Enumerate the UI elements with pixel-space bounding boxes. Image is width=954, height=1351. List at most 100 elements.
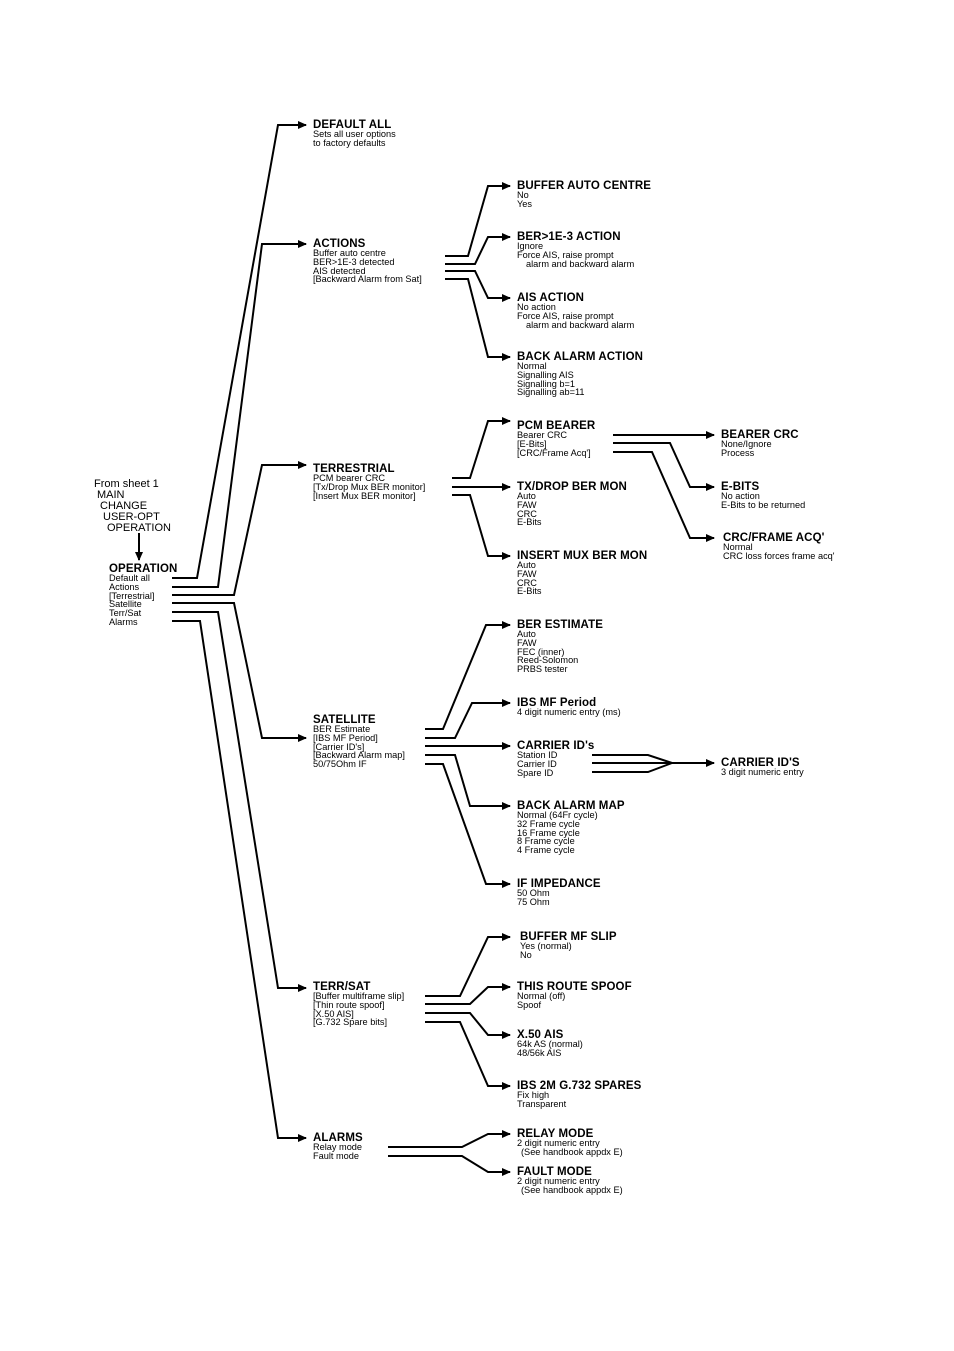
node-title: PCM BEARER xyxy=(517,420,596,432)
node-insert-mux-ber-mon: INSERT MUX BER MON Auto FAW CRC E-Bits xyxy=(517,550,648,597)
from-sheet-line: From sheet 1 xyxy=(94,478,159,490)
node-line: Force AIS, raise prompt xyxy=(517,310,614,321)
node-title: CRC/FRAME ACQ' xyxy=(723,532,825,544)
node-line: [IBS MF Period] xyxy=(313,732,378,743)
node-fault-mode: FAULT MODE 2 digit numeric entry (See ha… xyxy=(517,1166,623,1195)
node-line: FEC (inner) xyxy=(517,646,565,657)
node-line: Auto xyxy=(517,629,536,639)
edge-operation-terr-sat xyxy=(172,611,307,992)
node-title: BUFFER MF SLIP xyxy=(520,931,617,943)
node-line: 50 Ohm xyxy=(517,888,550,898)
node-line: 50/75Ohm IF xyxy=(313,759,367,770)
node-line: alarm and backward alarm xyxy=(526,319,635,330)
node-line: FAW xyxy=(517,568,537,579)
node-title: X.50 AIS xyxy=(517,1029,564,1041)
node-line: [Buffer multiframe slip] xyxy=(313,991,405,1001)
node-line: 64k AS (normal) xyxy=(517,1039,583,1049)
node-line: [Carrier ID's] xyxy=(313,741,365,752)
node-ber-estimate: BER ESTIMATE Auto FAW FEC (inner) Reed-S… xyxy=(517,619,603,675)
edge-terr-sat-buffer-mf-slip xyxy=(425,933,511,997)
node-line: (See handbook appdx E) xyxy=(521,1184,623,1195)
node-title: RELAY MODE xyxy=(517,1128,594,1140)
node-line: [E-Bits] xyxy=(517,438,547,449)
node-line: 4 Frame cycle xyxy=(517,845,575,856)
node-line: 3 digit numeric entry xyxy=(721,767,804,777)
from-sheet-note: From sheet 1 MAIN CHANGE USER-OPT OPERAT… xyxy=(94,479,171,534)
edge-terrestrial-pcm-bearer xyxy=(452,417,511,479)
node-line: Fix high xyxy=(517,1090,550,1100)
node-line: Normal (64Fr cycle) xyxy=(517,810,598,820)
node-line: Transparent xyxy=(517,1098,567,1109)
edge-carrier-spare xyxy=(592,762,673,773)
edge-alarms-relay-mode xyxy=(388,1130,511,1148)
node-title: BUFFER AUTO CENTRE xyxy=(517,180,652,192)
node-line: Normal xyxy=(517,361,547,371)
edge-pcm-e-bits xyxy=(613,442,715,491)
node-title: OPERATION xyxy=(109,563,178,575)
node-line: [Thin route spoof] xyxy=(313,999,385,1010)
node-line: Signalling AIS xyxy=(517,369,574,380)
node-line: Actions xyxy=(109,581,140,592)
node-title: FAULT MODE xyxy=(517,1166,592,1178)
node-line: [Tx/Drop Mux BER monitor] xyxy=(313,481,426,492)
node-line: None/Ignore xyxy=(721,439,772,449)
edge-satellite-if-impedance xyxy=(425,763,511,888)
edge-terr-sat-ibs-spares xyxy=(425,1021,511,1090)
node-tx-drop-ber-mon: TX/DROP BER MON Auto FAW CRC E-Bits xyxy=(517,481,627,527)
node-crc-frame-acq: CRC/FRAME ACQ' Normal CRC loss forces fr… xyxy=(723,532,835,561)
node-line: 48/56k AIS xyxy=(517,1047,562,1058)
from-sheet-line: CHANGE xyxy=(100,500,148,512)
node-title: BER ESTIMATE xyxy=(517,619,603,631)
node-title: DEFAULT ALL xyxy=(313,119,392,131)
node-line: Reed-Solomon xyxy=(517,655,579,666)
node-line: AIS detected xyxy=(313,265,366,276)
node-bearer-crc: BEARER CRC None/Ignore Process xyxy=(721,429,799,458)
node-line: [CRC/Frame Acq'] xyxy=(517,447,591,458)
node-title: INSERT MUX BER MON xyxy=(517,550,648,562)
node-line: CRC xyxy=(517,508,537,519)
node-line: Signalling ab=11 xyxy=(517,387,585,398)
node-line: Spare ID xyxy=(517,767,554,778)
edge-carrier-station xyxy=(592,754,673,764)
node-line: FAW xyxy=(517,499,537,510)
node-line: 2 digit numeric entry xyxy=(517,1138,600,1148)
node-carrier-ids: CARRIER ID's Station ID Carrier ID Spare… xyxy=(517,740,594,778)
node-line: [G.732 Spare bits] xyxy=(313,1017,388,1028)
node-title: THIS ROUTE SPOOF xyxy=(517,981,632,993)
node-title: E-BITS xyxy=(721,481,760,493)
edge-operation-actions xyxy=(172,240,307,588)
node-line: Sets all user options xyxy=(313,129,396,139)
node-line: Station ID xyxy=(517,750,558,760)
node-title: TERR/SAT xyxy=(313,981,371,993)
node-line: E-Bits xyxy=(517,586,542,597)
edge-satellite-back-alarm-map xyxy=(425,754,511,810)
node-title: BACK ALARM MAP xyxy=(517,800,625,812)
node-ais-action: AIS ACTION No action Force AIS, raise pr… xyxy=(517,292,635,330)
node-line: PCM bearer CRC xyxy=(313,473,385,483)
node-terr-sat: TERR/SAT [Buffer multiframe slip] [Thin … xyxy=(313,981,405,1028)
node-line: Process xyxy=(721,447,755,458)
node-title: BACK ALARM ACTION xyxy=(517,351,644,363)
node-title: IF IMPEDANCE xyxy=(517,878,601,890)
node-line: Buffer auto centre xyxy=(313,248,386,258)
node-alarms: ALARMS Relay mode Fault mode xyxy=(313,1132,363,1161)
edge-operation-alarms xyxy=(172,620,307,1142)
node-line: [Insert Mux BER monitor] xyxy=(313,490,416,501)
node-back-alarm-action: BACK ALARM ACTION Normal Signalling AIS … xyxy=(517,351,644,398)
edge-terrestrial-insert-mux xyxy=(452,494,511,560)
node-line: E-Bits to be returned xyxy=(721,499,806,510)
node-carrier-ids-entry: CARRIER ID'S 3 digit numeric entry xyxy=(721,757,804,777)
node-line: Default all xyxy=(109,573,150,583)
node-actions: ACTIONS Buffer auto centre BER>1E-3 dete… xyxy=(313,238,422,285)
node-operation: OPERATION Default all Actions [Terrestri… xyxy=(109,563,178,627)
node-line: Spoof xyxy=(517,999,542,1010)
edge-pcm-crc-frame-acq xyxy=(613,451,715,542)
edge-operation-terrestrial xyxy=(172,461,307,596)
node-line: Terr/Sat xyxy=(109,608,142,619)
edge-alarms-fault-mode xyxy=(388,1155,511,1176)
node-line: Yes (normal) xyxy=(520,941,572,951)
node-line: [Backward Alarm from Sat] xyxy=(313,274,422,285)
node-title: TERRESTRIAL xyxy=(313,463,395,475)
node-line: PRBS tester xyxy=(517,664,568,675)
node-line: [X.50 AIS] xyxy=(313,1008,354,1019)
